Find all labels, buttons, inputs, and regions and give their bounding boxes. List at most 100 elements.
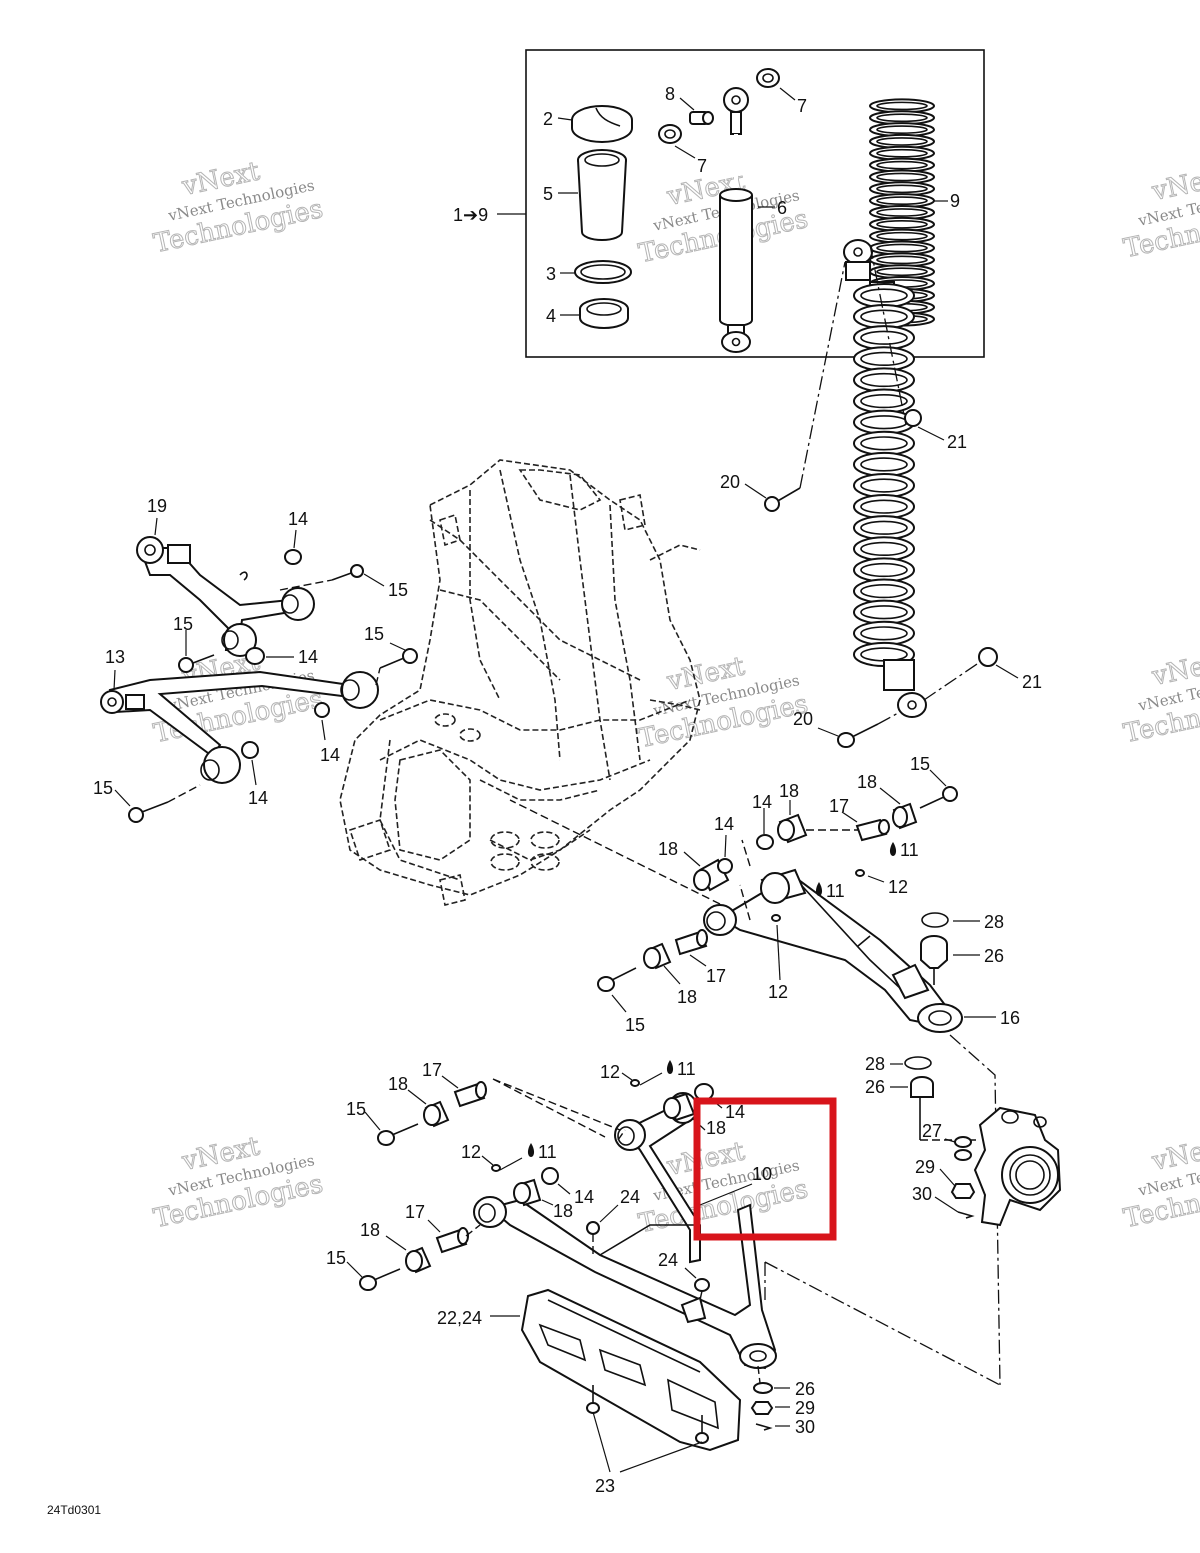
bolt-part <box>128 801 169 823</box>
spring-coil-inner <box>876 148 928 158</box>
coil-spring-part <box>869 98 935 327</box>
label-3: 3 <box>546 264 556 284</box>
spring-coil-inner <box>876 208 928 217</box>
sleeve-part <box>435 1227 469 1254</box>
label-18-f: 18 <box>388 1074 408 1094</box>
diagram-code: 24Td0301 <box>47 1503 101 1517</box>
grease-fitting-part <box>771 914 781 922</box>
spring-coil-inner <box>876 267 928 277</box>
ball-joint-part <box>920 935 948 985</box>
label-18-h: 18 <box>360 1220 380 1240</box>
spring-coil <box>853 430 915 456</box>
label-8: 8 <box>665 84 675 104</box>
nut-part <box>978 647 998 667</box>
label-15-e: 15 <box>910 754 930 774</box>
label-20-b: 20 <box>793 709 813 729</box>
lower-control-arm-left <box>100 670 379 784</box>
upper-control-arm-right <box>703 868 963 1033</box>
lower-control-arm-main <box>473 1196 777 1370</box>
spring-coil <box>853 472 915 499</box>
label-4: 4 <box>546 306 556 326</box>
watermark-right-top: vNext Technologies vNext Technologies <box>1121 161 1200 265</box>
spring-coil-inner <box>860 330 908 345</box>
nut-part <box>241 741 259 759</box>
bushing-part <box>693 858 730 892</box>
label-17-a: 17 <box>829 796 849 816</box>
label-5: 5 <box>543 184 553 204</box>
nut-part <box>694 1278 710 1301</box>
label-18-a: 18 <box>658 839 678 859</box>
sleeve-part <box>855 818 890 842</box>
nut-part <box>904 409 922 427</box>
spring-coil-inner <box>876 160 928 170</box>
grease-fitting-part <box>855 869 865 877</box>
label-18-e: 18 <box>706 1118 726 1138</box>
spring-coil <box>853 282 915 309</box>
label-7-top: 7 <box>797 96 807 116</box>
label-16: 16 <box>1000 1008 1020 1028</box>
label-17-d: 17 <box>405 1202 425 1222</box>
spring-coil <box>853 536 915 562</box>
bolt-part <box>331 564 364 581</box>
bushing-part <box>689 111 714 125</box>
nut-part <box>750 1401 774 1415</box>
bolt-part <box>597 967 637 992</box>
label-14-f: 14 <box>752 792 772 812</box>
label-12-a: 12 <box>888 877 908 897</box>
bushing-part <box>423 1100 450 1128</box>
spring-coil-inner <box>876 113 928 123</box>
label-2: 2 <box>543 109 553 129</box>
bushing-part <box>777 813 808 844</box>
label-14-d: 14 <box>248 788 268 808</box>
spring-coil <box>853 325 915 351</box>
label-14-g: 14 <box>725 1102 745 1122</box>
skid-plate-part <box>520 1288 742 1452</box>
label-6: 6 <box>777 198 787 218</box>
spring-coil-inner <box>860 372 908 388</box>
watermark-right-mid: vNext Technologies vNext Technologies <box>1121 646 1200 750</box>
vehicle-frame-outline <box>339 459 701 906</box>
sleeve-part <box>674 929 708 956</box>
retaining-ring-part <box>921 912 949 928</box>
label-9: 9 <box>950 191 960 211</box>
spring-coil-inner <box>876 184 928 194</box>
label-12-d: 12 <box>461 1142 481 1162</box>
highlight-box <box>693 1097 837 1241</box>
label-19: 19 <box>147 496 167 516</box>
label-29-b: 29 <box>795 1398 815 1418</box>
label-28-b: 28 <box>865 1054 885 1074</box>
spring-coil-inner <box>860 288 908 303</box>
spring-coil-inner <box>860 562 908 578</box>
kit-label: 1➔9 <box>453 205 488 225</box>
spring-coil-inner <box>860 393 908 409</box>
label-15-f: 15 <box>625 1015 645 1035</box>
spring-coil <box>853 451 915 478</box>
spring-retainer-part <box>571 105 633 143</box>
bolt-part <box>837 723 879 748</box>
label-15-c: 15 <box>364 624 384 644</box>
bushing-part <box>892 802 918 830</box>
label-13: 13 <box>105 647 125 667</box>
spring-coil-inner <box>876 231 928 241</box>
bushing-part <box>643 942 672 970</box>
label-22-24: 22,24 <box>437 1308 482 1328</box>
label-15-b: 15 <box>173 614 193 634</box>
ball-joint-part <box>910 1076 934 1116</box>
spring-coil-inner <box>876 137 928 146</box>
grease-icon <box>527 1143 535 1157</box>
nut-part <box>541 1167 559 1185</box>
bolt-part <box>377 1123 419 1146</box>
grease-icon <box>666 1060 674 1074</box>
grease-icon <box>815 882 823 896</box>
nut-part <box>756 834 774 850</box>
label-26-c: 26 <box>795 1379 815 1399</box>
watermarks: vNext Technologies vNext Technologies vN… <box>151 156 1200 1240</box>
label-23: 23 <box>595 1476 615 1496</box>
label-28-a: 28 <box>984 912 1004 932</box>
kit-frame <box>525 49 985 358</box>
spring-coil <box>853 367 915 393</box>
spring-coil-inner <box>876 125 928 134</box>
spring-coil-inner <box>860 541 908 557</box>
label-30-a: 30 <box>912 1184 932 1204</box>
spring-coil-inner <box>876 219 928 229</box>
